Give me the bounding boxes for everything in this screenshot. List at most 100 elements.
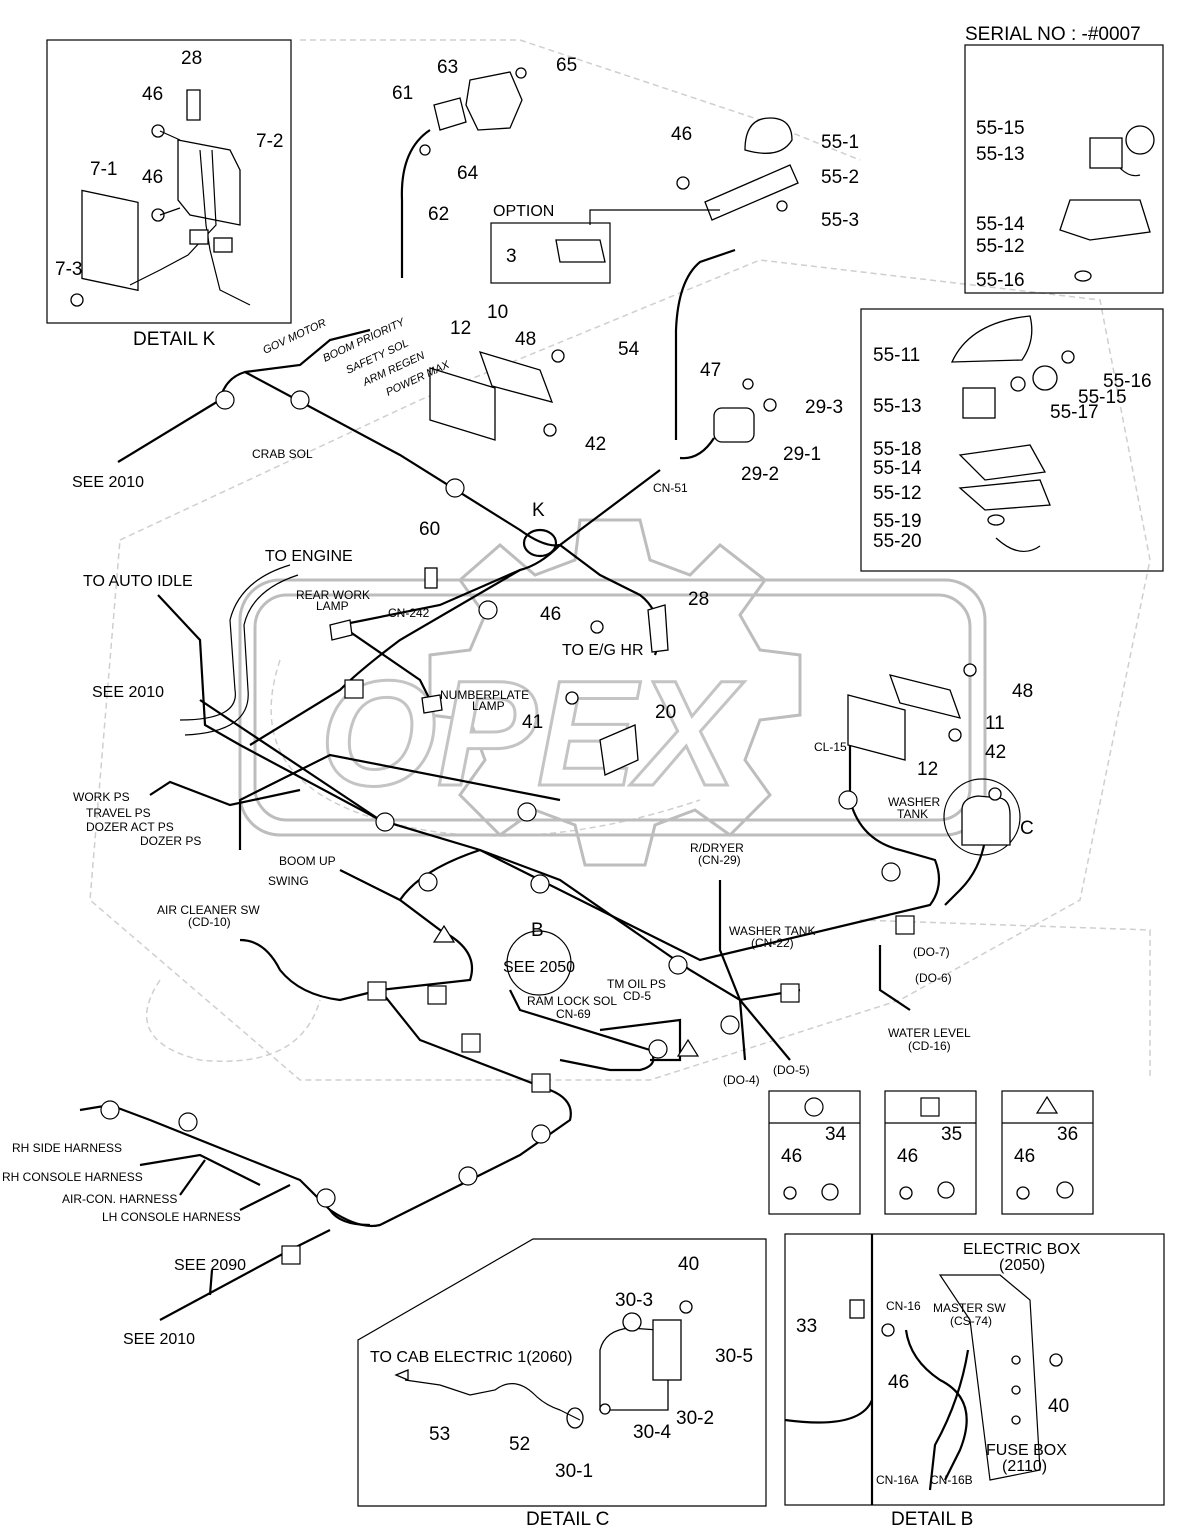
b-marker-label: B (531, 920, 544, 941)
washer-tank: C (943, 778, 1034, 856)
part-30-4: 30-4 (633, 1422, 671, 1443)
part-55-1: 55-1 (821, 132, 859, 153)
part-46: 46 (540, 604, 561, 625)
b-marker: B SEE 2050 (503, 920, 575, 996)
rdryer-label-2: (CN-29) (698, 853, 741, 867)
part-55-16: 55-16 (1103, 371, 1152, 392)
part-48: 48 (1012, 681, 1033, 702)
part-55-3: 55-3 (821, 210, 859, 231)
washer-tank-cn22-label-2: (CN-22) (751, 936, 794, 950)
tm-oil-ps-label-2: CD-5 (623, 989, 651, 1003)
part-48: 48 (515, 329, 536, 350)
part-28: 28 (688, 589, 709, 610)
part-61: 61 (392, 83, 413, 104)
part-29-2: 29-2 (741, 464, 779, 485)
do-7-label: (DO-7) (913, 945, 950, 959)
c-marker-label: C (1020, 818, 1034, 839)
electric-box-label: ELECTRIC BOX (963, 1241, 1081, 1258)
part-42: 42 (985, 742, 1006, 763)
serial-number: SERIAL NO : -#0007 (965, 24, 1141, 45)
reference-labels: SEE 2010 SEE 2010 SEE 2010 SEE 2090 TO E… (72, 474, 353, 1348)
part-55-15: 55-15 (976, 118, 1025, 139)
center-parts: 60 46 28 41 20 (329, 519, 709, 776)
part-55-13: 55-13 (873, 396, 922, 417)
detail-b-title: DETAIL B (891, 1509, 973, 1530)
boom-up-label: BOOM UP (279, 854, 336, 868)
see-2050: SEE 2050 (503, 959, 575, 976)
part-11: 11 (985, 713, 1005, 734)
option-label: OPTION (493, 203, 554, 220)
dozer-act-ps-label: DOZER ACT PS (86, 820, 174, 834)
part-7-2: 7-2 (256, 131, 283, 152)
numberplate-lamp-label-2: LAMP (472, 699, 505, 713)
part-30-1: 30-1 (555, 1461, 593, 1482)
rh-side-harness-label: RH SIDE HARNESS (12, 1141, 122, 1155)
air-con-harness-label: AIR-CON. HARNESS (62, 1192, 177, 1206)
part-12: 12 (917, 759, 938, 780)
fuse-box-label-2: (2110) (1002, 1458, 1047, 1475)
part-3: 3 (506, 246, 517, 267)
legend-35: 35 (941, 1124, 962, 1145)
washer-tank-label: WASHER (888, 795, 941, 809)
part-60: 60 (419, 519, 440, 540)
option-panel: OPTION 3 (490, 203, 611, 284)
part-46: 46 (142, 167, 163, 188)
rear-work-lamp-label: REAR WORK (296, 588, 370, 602)
controller-upper: 10 12 48 42 (429, 302, 606, 455)
fuse-box-label: FUSE BOX (986, 1442, 1067, 1459)
part-12: 12 (450, 318, 471, 339)
detail-k-panel: 28 46 7-2 7-1 46 7-3 DETAIL K (46, 39, 292, 350)
part-55-13: 55-13 (976, 144, 1025, 165)
clamp-markers (100, 390, 915, 1265)
part-30-5: 30-5 (715, 1346, 753, 1367)
master-sw-label: MASTER SW (933, 1301, 1006, 1315)
ram-lock-sol-label-2: CN-69 (556, 1007, 591, 1021)
legend-34: 34 (825, 1124, 847, 1145)
detail-k-title: DETAIL K (133, 329, 216, 350)
air-cleaner-sw-label-2: (CD-10) (188, 915, 231, 929)
part-30-2: 30-2 (676, 1408, 714, 1429)
part-40: 40 (678, 1254, 699, 1275)
part-20: 20 (655, 702, 676, 723)
part-7-3: 7-3 (55, 259, 82, 280)
crab-sol-label: CRAB SOL (252, 447, 313, 461)
cn-51-label: CN-51 (653, 481, 688, 495)
part-63: 63 (437, 57, 458, 78)
swing-label: SWING (268, 874, 309, 888)
part-55-12: 55-12 (873, 483, 922, 504)
washer-tank-cn22-label: WASHER TANK (729, 924, 815, 938)
air-cleaner-sw-label: AIR CLEANER SW (157, 903, 260, 917)
part-55-15: 55-15 (1078, 387, 1127, 408)
detail-c-panel: TO CAB ELECTRIC 1(2060) 40 30-3 30-5 53 … (357, 1238, 767, 1530)
cn-16-label: CN-16 (886, 1299, 921, 1313)
watermark-text: OPEX (320, 649, 745, 817)
part-47: 47 (700, 360, 721, 381)
part-41: 41 (522, 712, 543, 733)
part-55-11: 55-11 (873, 345, 920, 366)
to-cab-electric-label: TO CAB ELECTRIC 1(2060) (370, 1349, 572, 1366)
part-55-19: 55-19 (873, 511, 922, 532)
part-46: 46 (671, 124, 692, 145)
water-level-label-2: (CD-16) (908, 1039, 951, 1053)
water-level-label: WATER LEVEL (888, 1026, 971, 1040)
numberplate-lamp-label: NUMBERPLATE (440, 688, 529, 702)
cl-15-label: CL-15 (814, 740, 847, 754)
engine-hose-edge (184, 574, 299, 736)
part-54: 54 (618, 339, 640, 360)
part-65: 65 (556, 55, 577, 76)
work-lamp: 47 29-3 29-1 29-2 (679, 360, 843, 485)
controller-lower: 48 11 42 12 (847, 663, 1033, 780)
part-55-2: 55-2 (821, 167, 859, 188)
part-28: 28 (181, 48, 202, 69)
part-55-16: 55-16 (976, 270, 1025, 291)
part-55-12: 55-12 (976, 236, 1025, 257)
part-55-14: 55-14 (873, 458, 922, 479)
part-46: 46 (888, 1372, 909, 1393)
see-2090-label: SEE 2090 (174, 1257, 246, 1274)
rh-console-harness-label: RH CONSOLE HARNESS (2, 1170, 143, 1184)
travel-ps-label: TRAVEL PS (86, 806, 151, 820)
legend-36: 36 (1057, 1124, 1078, 1145)
part-55-18: 55-18 (873, 439, 922, 460)
do-4-label: (DO-4) (723, 1073, 760, 1087)
electric-box-label-2: (2050) (999, 1257, 1045, 1274)
